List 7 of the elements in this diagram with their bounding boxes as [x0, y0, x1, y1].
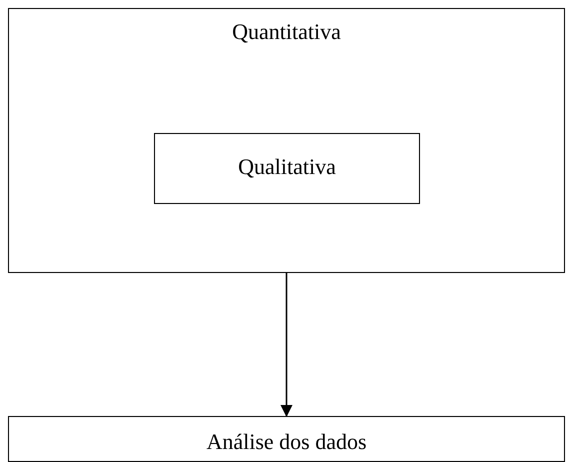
process-box	[8, 8, 565, 273]
node-label: Quantitativa	[232, 19, 341, 45]
node-label: Análise dos dados	[206, 429, 367, 455]
process-box	[8, 416, 565, 462]
process-box	[154, 133, 420, 204]
arrow	[280, 273, 292, 417]
node-label: Qualitativa	[238, 154, 336, 180]
